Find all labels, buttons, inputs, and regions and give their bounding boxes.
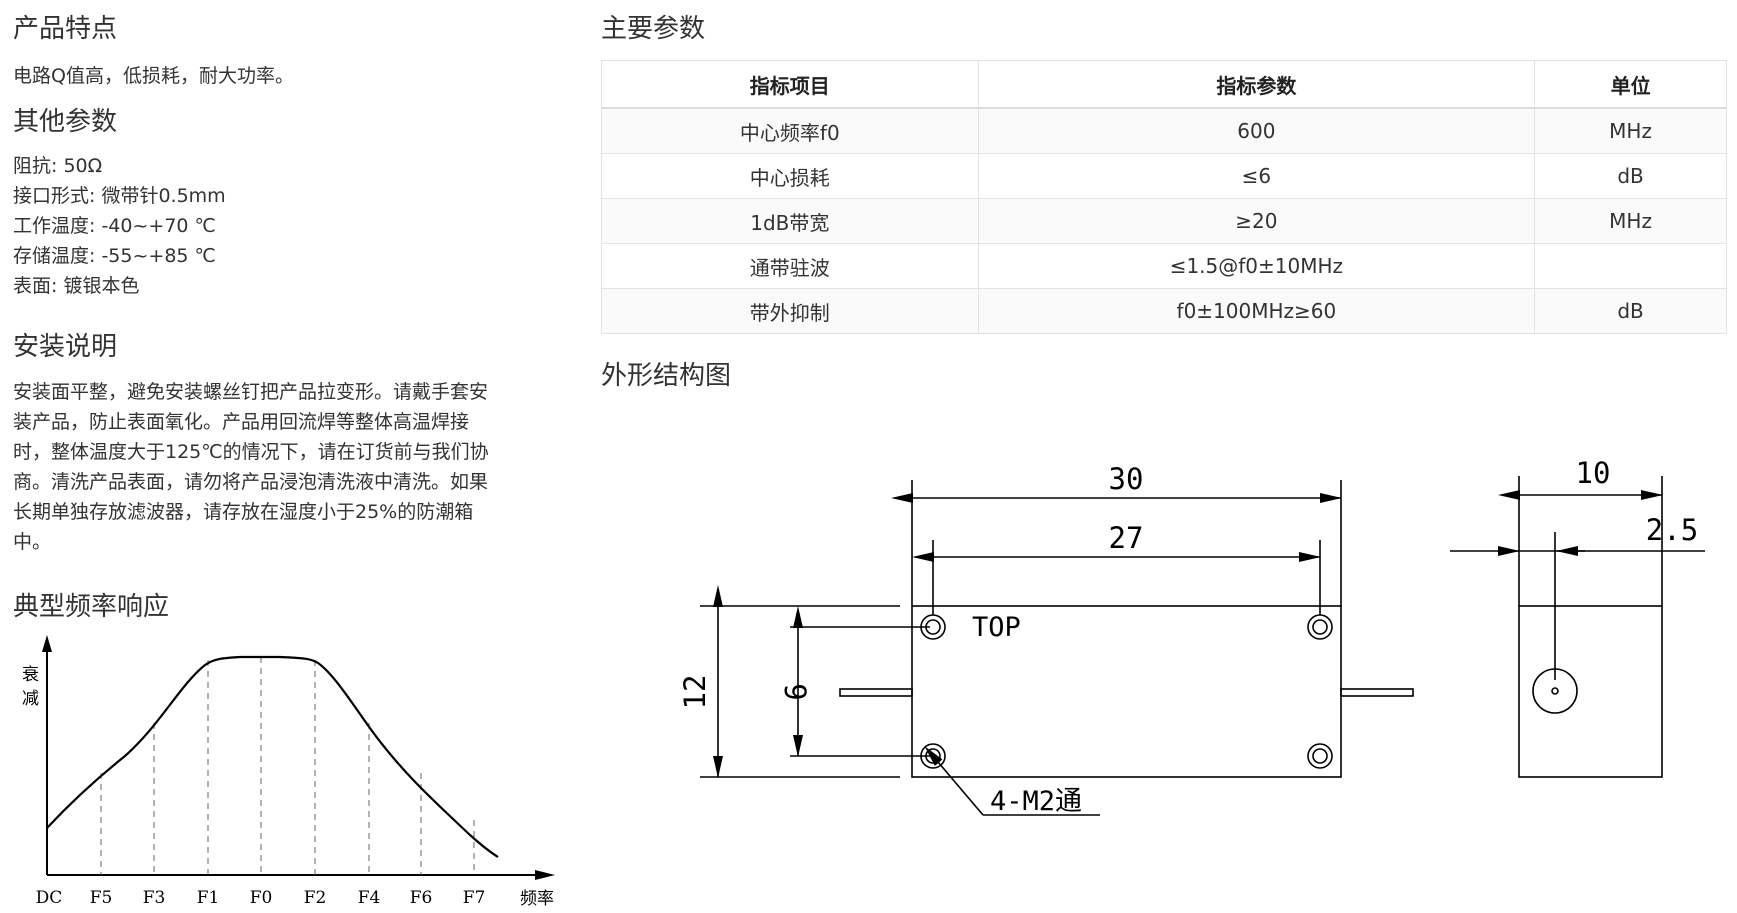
cell-item: 中心频率f0 [601, 107, 979, 154]
dim-height-label: 12 [678, 675, 712, 710]
cell-item: 通带驻波 [601, 243, 979, 289]
x-tick-label: DC [36, 888, 63, 908]
y-axis-arrow [42, 635, 52, 652]
cell-item: 1dB带宽 [601, 198, 979, 244]
install-line: 时，整体温度大于125℃的情况下，请在订货前与我们协 [13, 441, 489, 463]
main-params-table: 指标项目 指标参数 单位 中心频率f0 600 MHz 中心损耗 ≤6 dB 1… [601, 60, 1727, 334]
param-operating-temp: 工作温度: -40~+70 ℃ [13, 215, 216, 237]
header-value: 指标参数 [977, 60, 1536, 109]
install-line: 商。清洗产品表面，请勿将产品浸泡清洗液中清洗。如果 [13, 471, 489, 493]
main-params-heading: 主要参数 [601, 14, 706, 44]
x-tick-label: F7 [463, 888, 486, 908]
param-impedance: 阻抗: 50Ω [13, 155, 103, 177]
cell-unit: MHz [1534, 198, 1727, 244]
x-axis-arrow [535, 870, 555, 880]
frequency-response-chart: 衰 减 DC F5 F3 F1 F0 F2 F4 F6 F7 频率 [22, 635, 555, 909]
cell-item: 带外抑制 [601, 288, 979, 334]
x-tick-label: F1 [197, 888, 220, 908]
install-heading: 安装说明 [13, 332, 118, 362]
features-heading: 产品特点 [13, 14, 118, 44]
side-view-outline [1518, 605, 1663, 778]
dim-hole-vertical-label: 9 [778, 683, 812, 700]
y-axis-label-1: 衰 [22, 665, 39, 685]
outline-drawing: 30 27 12 9 10 2.5 TOP 4-M2通 [678, 456, 1705, 817]
param-interface: 接口形式: 微带针0.5mm [13, 185, 226, 207]
cell-unit: MHz [1534, 107, 1727, 154]
response-curve [46, 655, 499, 858]
response-heading: 典型频率响应 [13, 592, 170, 622]
param-surface: 表面: 镀银本色 [13, 275, 140, 297]
cell-value: 600 [977, 107, 1536, 154]
cell-unit: dB [1534, 288, 1727, 334]
install-line: 安装面平整，避免安装螺丝钉把产品拉变形。请戴手套安 [13, 381, 489, 403]
other-params-heading: 其他参数 [13, 107, 118, 137]
x-tick-label: F6 [410, 888, 433, 908]
dashed-guides [100, 657, 475, 875]
install-line: 装产品，防止表面氧化。产品用回流焊等整体高温焊接 [13, 411, 470, 433]
cell-unit: dB [1534, 153, 1727, 199]
cell-value: ≥20 [977, 198, 1536, 244]
table-row: 中心频率f0 600 MHz [601, 107, 1727, 154]
outline-heading: 外形结构图 [601, 361, 732, 391]
y-axis-label-2: 减 [22, 689, 39, 709]
hole-callout: 4-M2通 [990, 786, 1082, 817]
other-params-list: 阻抗: 50Ω 接口形式: 微带针0.5mm 工作温度: -40~+70 ℃ 存… [13, 151, 226, 301]
cell-value: ≤6 [977, 153, 1536, 199]
cell-value: ≤1.5@f0±10MHz [977, 243, 1536, 289]
x-axis-label: 频率 [520, 889, 554, 909]
table-row: 1dB带宽 ≥20 MHz [601, 198, 1727, 244]
x-tick-label: F2 [304, 888, 327, 908]
header-item: 指标项目 [601, 60, 979, 109]
x-tick-label: F5 [90, 888, 113, 908]
hole-leader [924, 745, 984, 816]
param-storage-temp: 存储温度: -55~+85 ℃ [13, 245, 216, 267]
features-text: 电路Q值高，低损耗，耐大功率。 [13, 65, 294, 87]
x-tick-labels: DC F5 F3 F1 F0 F2 F4 F6 F7 [36, 888, 486, 908]
x-tick-label: F4 [358, 888, 381, 908]
dim-hole-spacing-label: 27 [1109, 521, 1144, 555]
install-line: 中。 [13, 531, 52, 553]
table-row: 通带驻波 ≤1.5@f0±10MHz [601, 243, 1727, 289]
top-marking: TOP [972, 612, 1021, 643]
dim-depth-label: 10 [1576, 456, 1611, 490]
cell-unit [1534, 243, 1727, 289]
left-pin [839, 688, 913, 697]
dim-offset-label: 2.5 [1646, 513, 1698, 547]
install-text: 安装面平整，避免安装螺丝钉把产品拉变形。请戴手套安 装产品，防止表面氧化。产品用… [13, 377, 573, 557]
header-unit: 单位 [1534, 60, 1727, 109]
right-pin [1340, 688, 1414, 697]
table-header-row: 指标项目 指标参数 单位 [601, 60, 1727, 109]
dim-length-label: 30 [1109, 462, 1144, 496]
table-row: 带外抑制 f0±100MHz≥60 dB [601, 288, 1727, 334]
cell-value: f0±100MHz≥60 [977, 288, 1536, 334]
install-line: 长期单独存放滤波器，请存放在湿度小于25%的防潮箱 [13, 501, 474, 523]
x-tick-label: F3 [143, 888, 166, 908]
table-row: 中心损耗 ≤6 dB [601, 153, 1727, 199]
cell-item: 中心损耗 [601, 153, 979, 199]
side-view-connector [1532, 668, 1578, 714]
x-tick-label: F0 [250, 888, 273, 908]
